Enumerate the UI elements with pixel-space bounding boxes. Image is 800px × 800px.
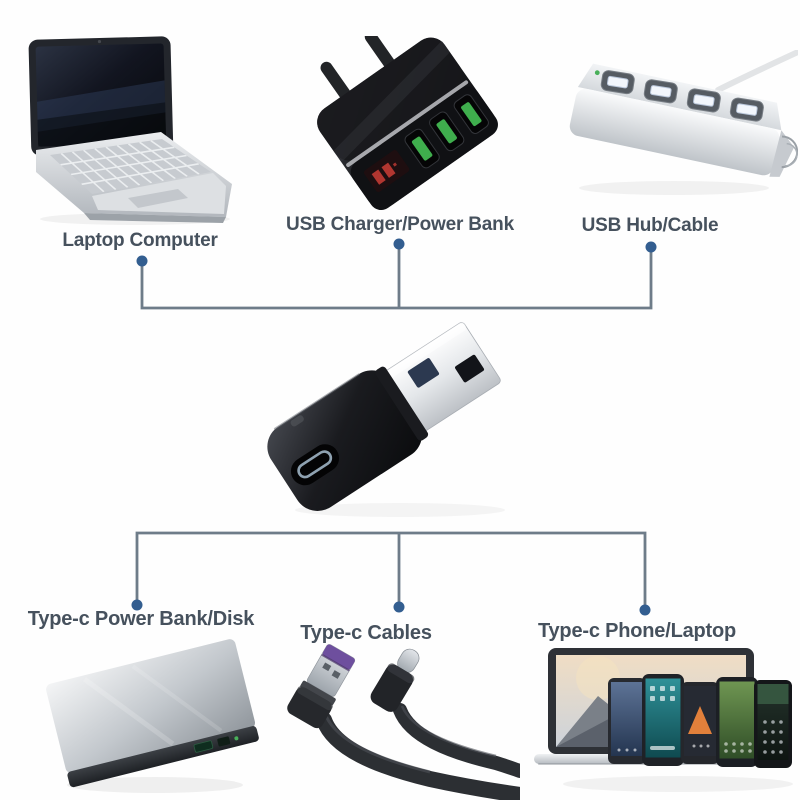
- top-dot-laptop: [136, 255, 148, 267]
- hub-end-cap: [769, 130, 795, 177]
- laptop-screen: [28, 36, 174, 156]
- phone: [681, 682, 719, 764]
- powerbank-port: [217, 736, 231, 747]
- type-c-phones-image: [528, 636, 794, 796]
- adapter-type-c-port: [290, 444, 340, 486]
- bottom-dot-cables: [393, 601, 405, 613]
- laptop-front-edge: [84, 213, 226, 223]
- bottom-tree-line: [135, 531, 647, 608]
- type-c-cables-image: [280, 642, 520, 800]
- powerbank-port: [193, 740, 214, 753]
- usb-charger-label: USB Charger/Power Bank: [286, 214, 514, 235]
- phone: [716, 677, 758, 767]
- laptop-keyboard: [50, 139, 211, 194]
- laptop-computer-label: Laptop Computer: [62, 230, 218, 251]
- charger-prong: [320, 61, 351, 100]
- usb-charger-image: [288, 36, 518, 210]
- type-c-cables-label: Type-c Cables: [300, 622, 432, 644]
- laptop-touchpad: [128, 189, 188, 208]
- cable-usb-c-cord: [393, 703, 520, 778]
- hub-front-face: [569, 88, 780, 176]
- top-dot-charger: [393, 238, 405, 250]
- charger-usb-ports: [404, 94, 489, 169]
- top-tree-line: [140, 248, 653, 310]
- charger-prong: [364, 36, 396, 70]
- adapter-shell-window: [407, 358, 440, 388]
- adapter-shell-window: [455, 354, 485, 383]
- type-c-power-bank-label: Type-c Power Bank/Disk: [27, 608, 255, 630]
- bottom-dot-phones: [639, 604, 651, 616]
- phone: [608, 678, 646, 764]
- phone: [754, 680, 792, 768]
- adapter-notch: [290, 415, 304, 427]
- cable-usb-a-cord: [316, 712, 520, 800]
- laptop-computer-image: [10, 20, 245, 225]
- type-c-power-bank-image: [35, 630, 270, 798]
- cable-usb-c-plug: [370, 648, 420, 712]
- hub-usb-ports: [600, 70, 764, 122]
- hub-cable: [715, 50, 798, 93]
- type-c-phones-label: Type-c Phone/Laptop: [537, 620, 737, 642]
- usb-hub-label: USB Hub/Cable: [581, 215, 719, 236]
- top-dot-hub: [645, 241, 657, 253]
- cable-usb-a-plug: [287, 644, 356, 729]
- phone: [642, 674, 684, 766]
- usb-a-type-c-adapter-image: [250, 320, 550, 520]
- hub-led: [594, 70, 600, 76]
- usb-hub-image: [550, 50, 798, 200]
